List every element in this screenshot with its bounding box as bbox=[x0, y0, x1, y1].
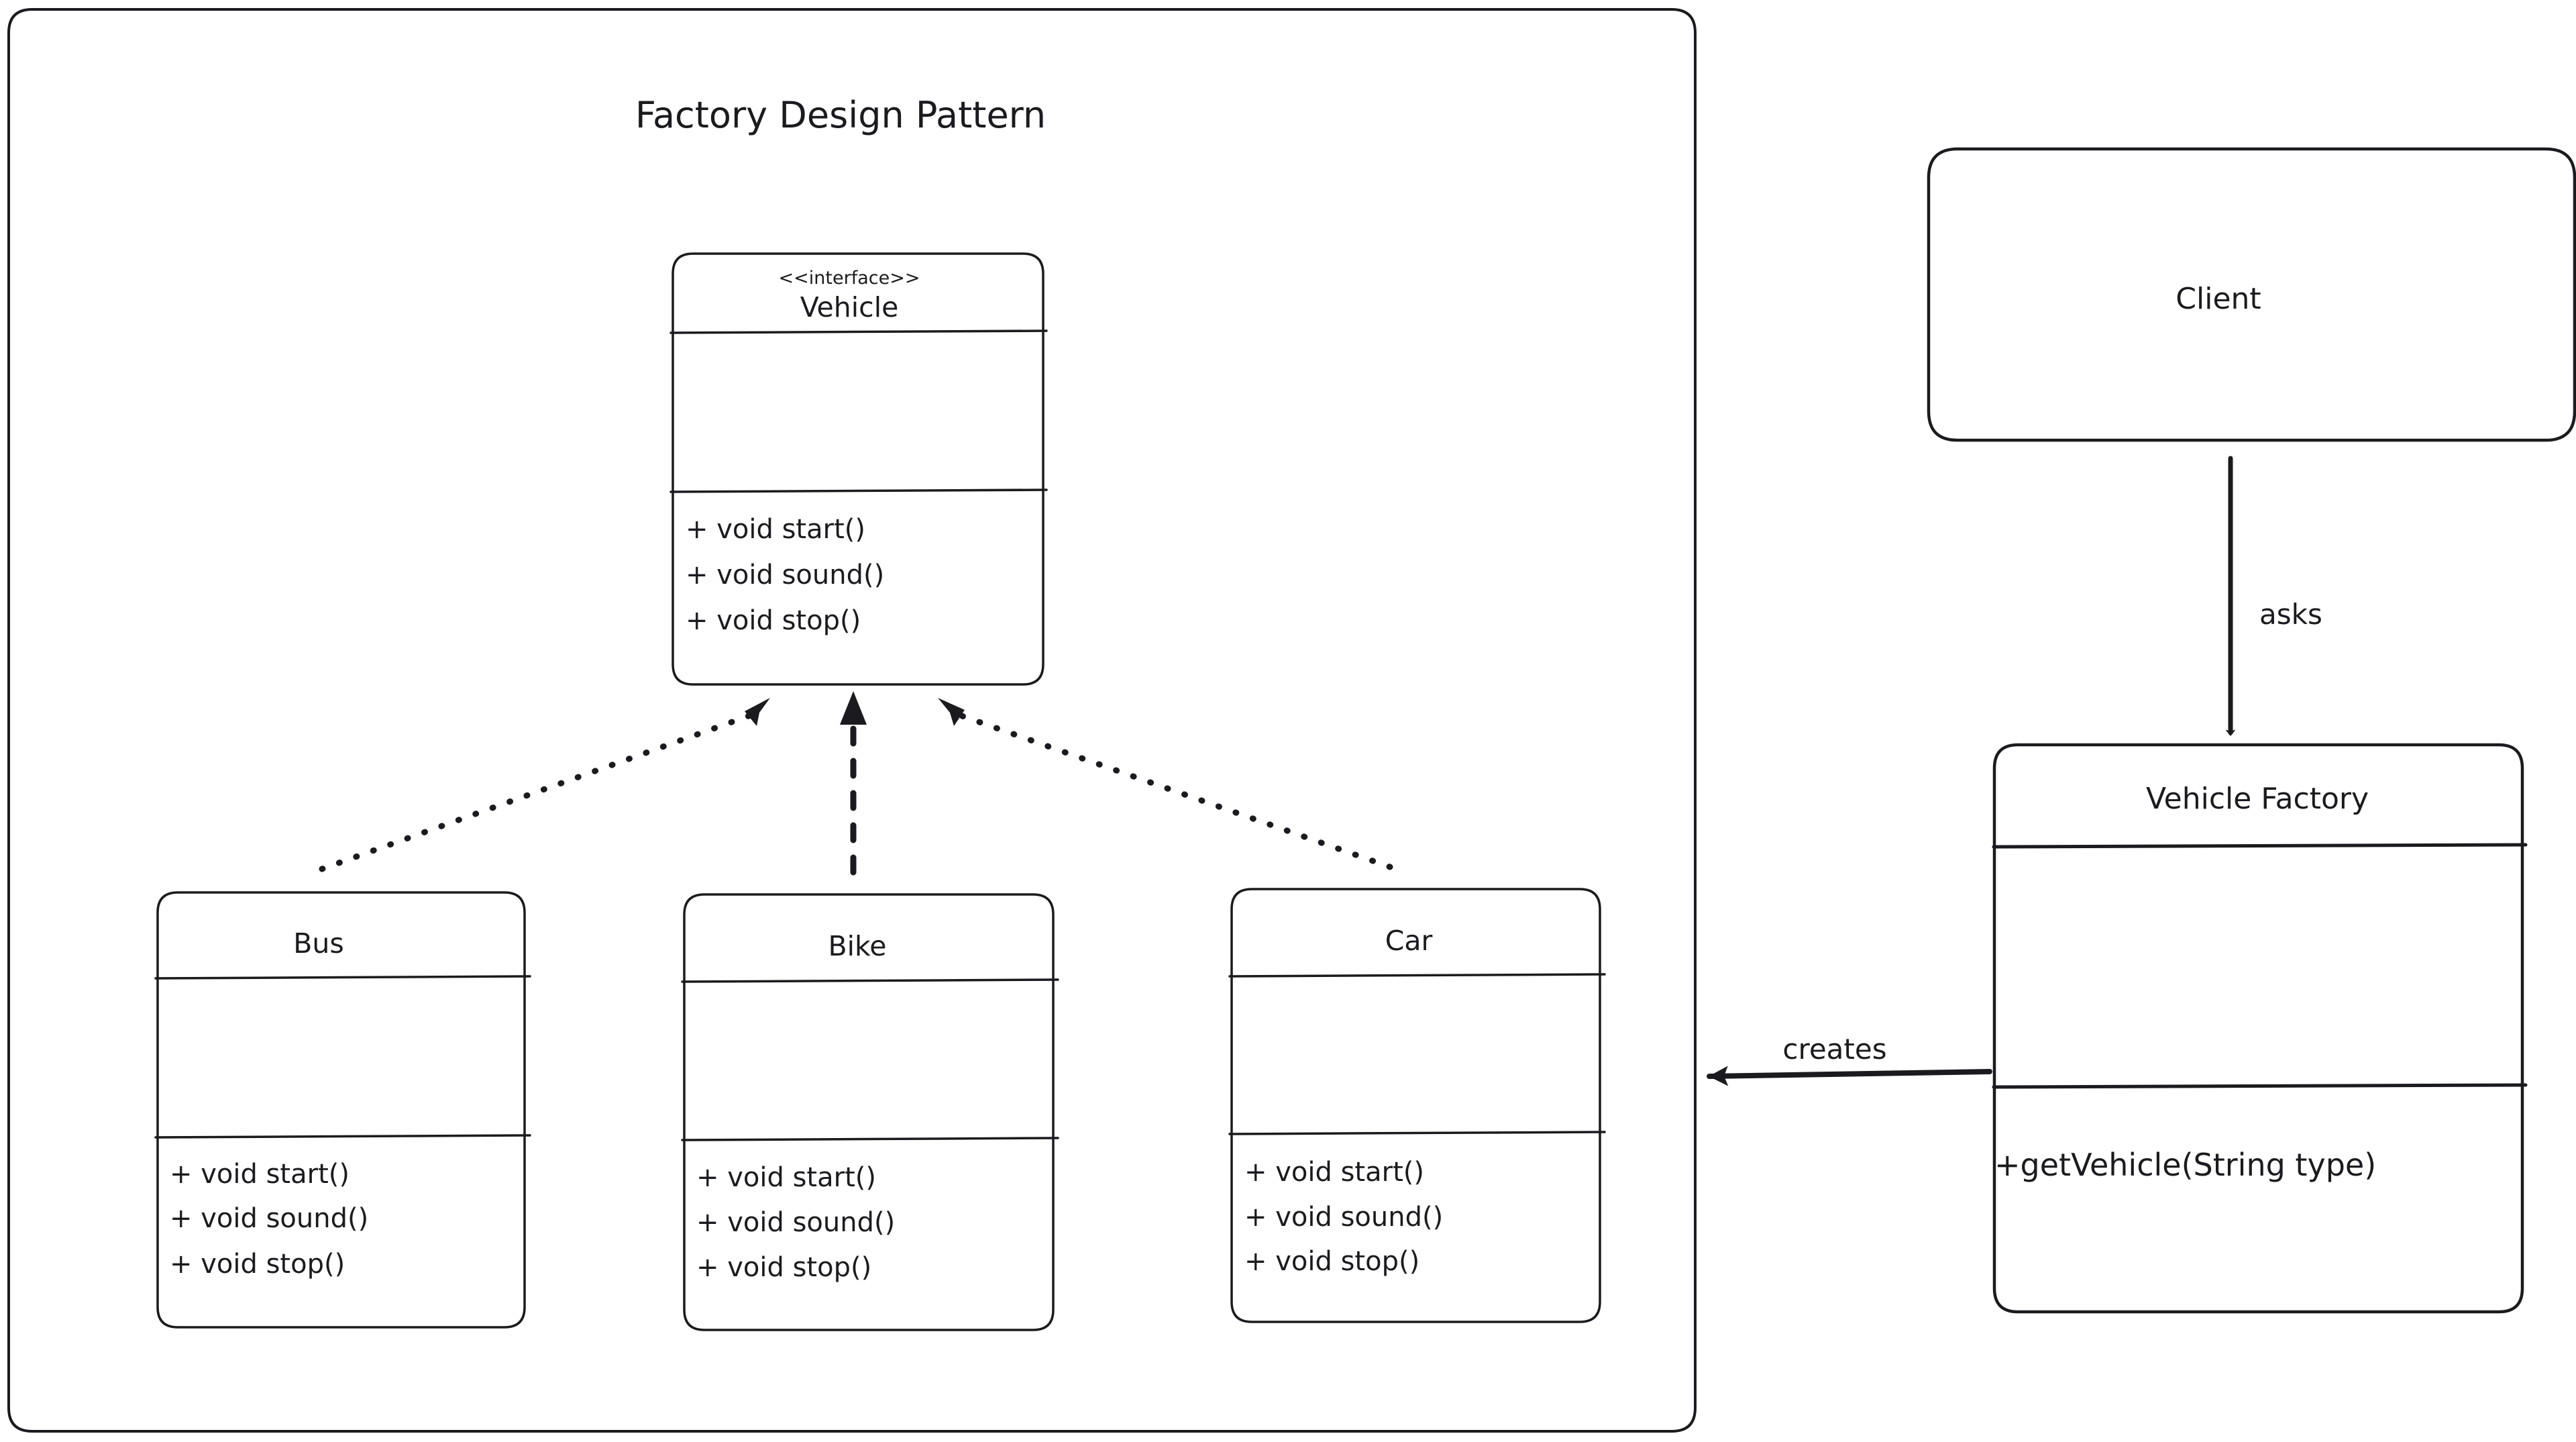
class-name-vehicle: Vehicle bbox=[800, 291, 899, 323]
class-box-bike[interactable]: Bike + void start() + void sound() + voi… bbox=[681, 893, 1059, 1331]
class-divider-bike-1 bbox=[681, 978, 1059, 983]
relationship-creates: creates bbox=[1707, 1033, 1992, 1086]
class-divider-car-1 bbox=[1228, 973, 1606, 978]
class-method-bus-1: + void sound() bbox=[170, 1203, 368, 1234]
class-method-vehicle-0: + void start() bbox=[686, 514, 865, 545]
class-divider-bus-2 bbox=[154, 1134, 531, 1139]
class-method-vehicle-2: + void stop() bbox=[686, 605, 861, 636]
class-method-car-0: + void start() bbox=[1244, 1157, 1424, 1188]
class-divider-bus-1 bbox=[154, 975, 531, 980]
class-divider-factory-1 bbox=[1992, 843, 2528, 849]
class-stereotype-vehicle: <<interface>> bbox=[779, 268, 920, 289]
class-divider-car-2 bbox=[1228, 1131, 1606, 1135]
class-name-bike: Bike bbox=[828, 930, 886, 962]
class-divider-factory-2 bbox=[1992, 1083, 2528, 1089]
class-box-bus[interactable]: Bus + void start() + void sound() + void… bbox=[154, 891, 531, 1329]
class-name-bus: Bus bbox=[293, 927, 343, 960]
relationship-label-asks: asks bbox=[2259, 598, 2322, 631]
relationship-asks: asks bbox=[2225, 456, 2322, 736]
class-method-bike-1: + void sound() bbox=[696, 1207, 895, 1238]
class-method-bike-0: + void start() bbox=[696, 1162, 876, 1193]
class-divider-vehicle-1 bbox=[669, 329, 1048, 334]
class-method-car-2: + void stop() bbox=[1244, 1246, 1419, 1277]
class-name-car: Car bbox=[1385, 925, 1433, 957]
relationship-bus-implements-vehicle bbox=[319, 698, 770, 872]
relationship-bike-implements-vehicle bbox=[840, 691, 867, 876]
relationship-car-implements-vehicle bbox=[938, 698, 1393, 870]
class-box-vehicle[interactable]: <<interface>> Vehicle + void start() + v… bbox=[669, 252, 1048, 686]
class-name-vehicle-factory: Vehicle Factory bbox=[2146, 782, 2369, 816]
class-method-bus-0: + void start() bbox=[170, 1159, 350, 1190]
relationship-label-creates: creates bbox=[1782, 1033, 1886, 1066]
class-name-client: Client bbox=[2176, 282, 2261, 316]
class-box-vehicle-factory[interactable]: Vehicle Factory +getVehicle(String type) bbox=[1992, 743, 2528, 1314]
class-box-car[interactable]: Car + void start() + void sound() + void… bbox=[1228, 888, 1606, 1323]
class-method-car-1: + void sound() bbox=[1244, 1202, 1443, 1233]
class-method-bus-2: + void stop() bbox=[170, 1249, 345, 1280]
diagram-title: Factory Design Pattern bbox=[635, 94, 1046, 136]
class-divider-bike-2 bbox=[681, 1137, 1059, 1141]
class-box-client[interactable]: Client bbox=[1927, 147, 2576, 442]
class-method-vehicle-1: + void sound() bbox=[686, 560, 884, 590]
class-divider-vehicle-2 bbox=[669, 488, 1048, 493]
class-method-vehicle-factory-0: +getVehicle(String type) bbox=[1994, 1147, 2376, 1183]
class-method-bike-2: + void stop() bbox=[696, 1252, 871, 1283]
